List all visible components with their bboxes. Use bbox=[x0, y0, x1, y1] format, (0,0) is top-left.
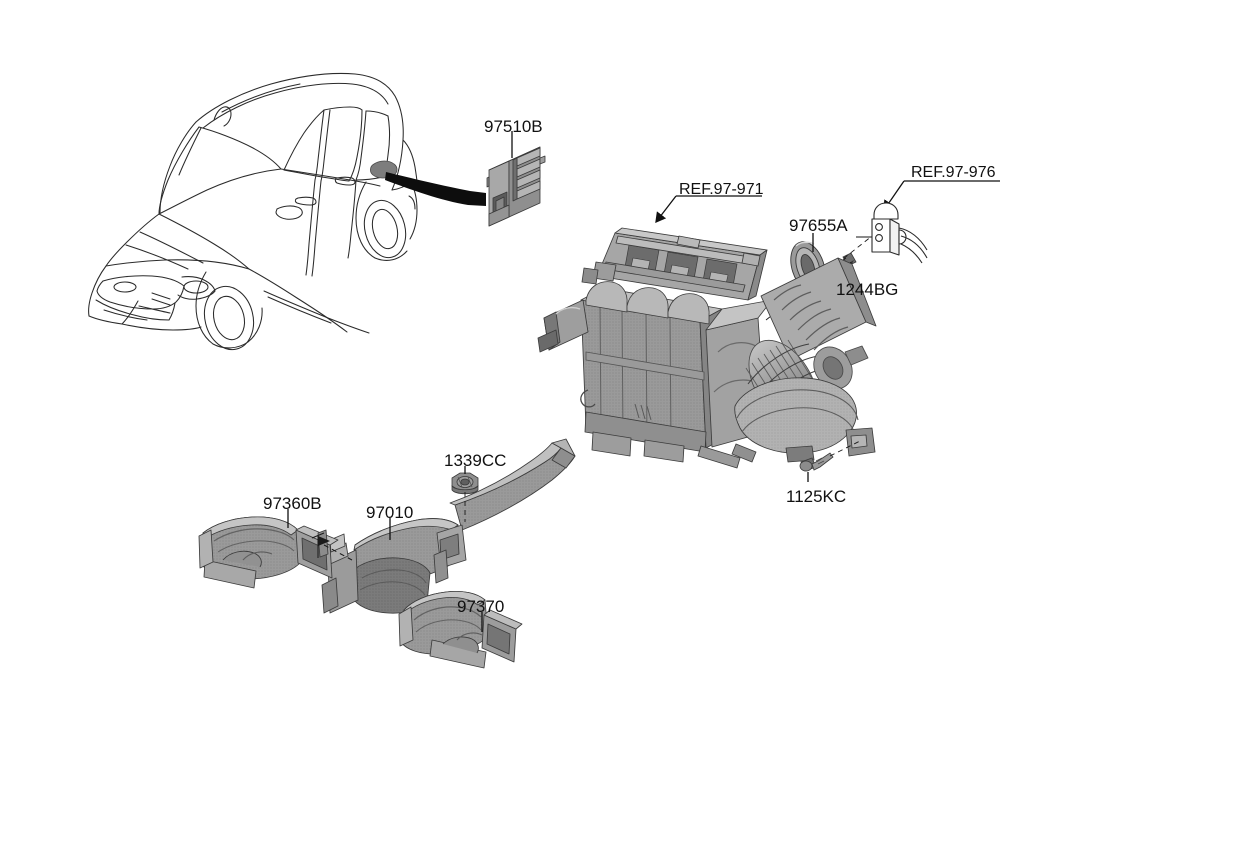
label-97655a: 97655A bbox=[789, 216, 848, 235]
part-1339cc-nut bbox=[451, 472, 479, 495]
label-1244bg: 1244BG bbox=[836, 280, 899, 299]
label-97370: 97370 bbox=[457, 597, 505, 616]
vehicle-illustration bbox=[88, 72, 418, 351]
assembly-axis-1125kc bbox=[829, 439, 863, 457]
assembly-arrow-97360b bbox=[311, 532, 353, 561]
part-ref-97-971-heater-blower-unit bbox=[537, 227, 877, 469]
part-97010-heater-air-duct bbox=[321, 438, 576, 614]
label-1339cc: 1339CC bbox=[444, 451, 507, 470]
leader-ref-97-971 bbox=[655, 195, 762, 224]
part-1125kc-bolt bbox=[799, 452, 834, 472]
part-97370-rear-heating-duct-right bbox=[398, 590, 523, 669]
part-97360b-rear-heating-duct-left bbox=[198, 516, 339, 589]
leader-ref-97-976 bbox=[883, 180, 1000, 212]
label-ref-97-976: REF.97-976 bbox=[911, 164, 996, 181]
part-97510b-blower-control-module bbox=[486, 146, 546, 227]
part-ref-97-976-sensor-connector bbox=[856, 202, 928, 264]
label-97010: 97010 bbox=[366, 503, 414, 522]
callout-pointer-97510b bbox=[385, 172, 486, 206]
label-97360b: 97360B bbox=[263, 494, 322, 513]
label-ref-97-971: REF.97-971 bbox=[679, 181, 764, 198]
label-97510b: 97510B bbox=[484, 117, 543, 136]
label-1125kc: 1125KC bbox=[786, 487, 847, 506]
